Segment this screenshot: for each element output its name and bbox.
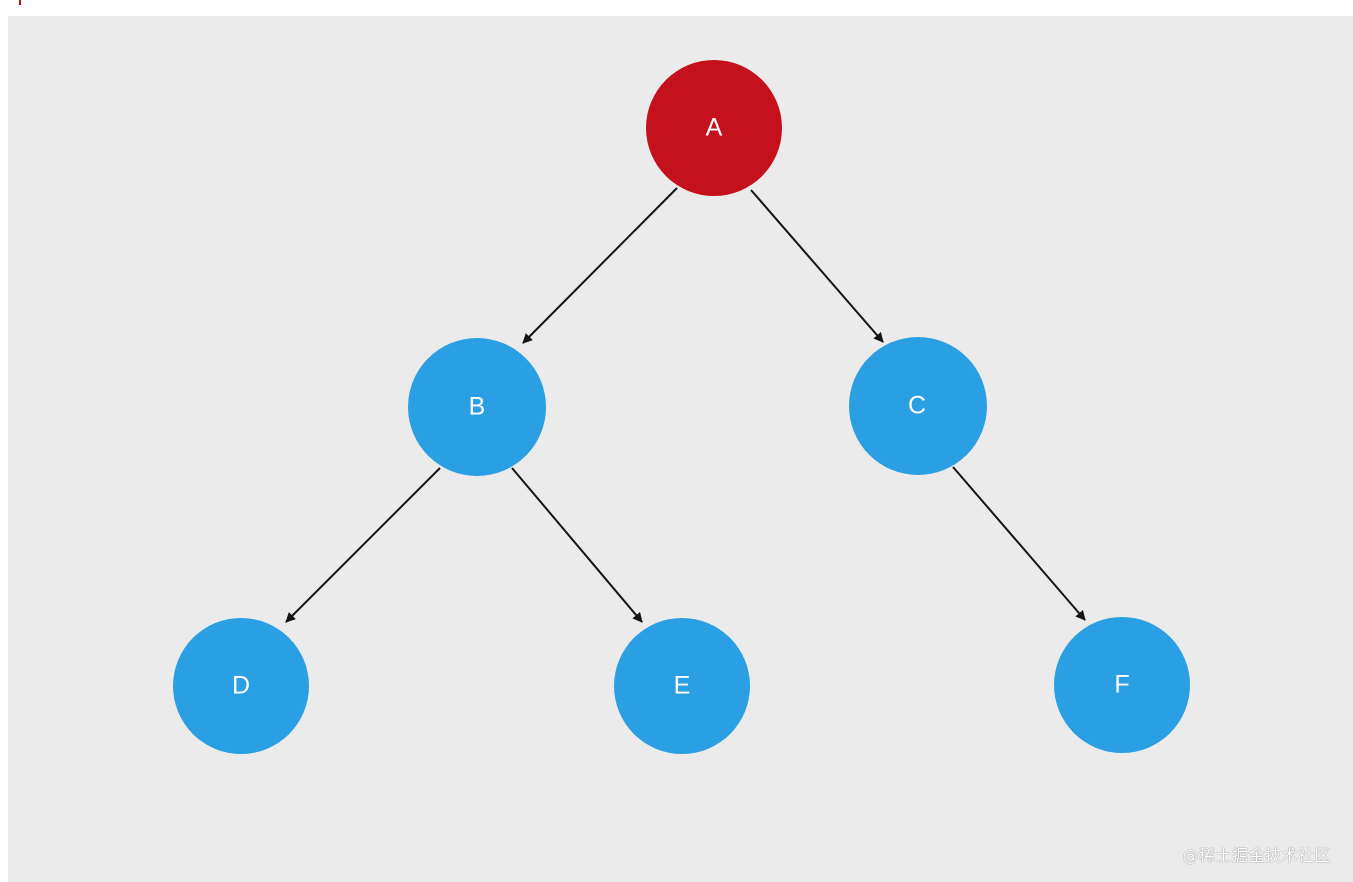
node-e: E — [614, 618, 750, 754]
node-f-circle — [1054, 617, 1190, 753]
node-b-label: B — [469, 393, 486, 421]
node-c-label: C — [908, 392, 926, 420]
node-d: D — [173, 618, 309, 754]
node-d-label: D — [232, 672, 250, 700]
cropped-text-fragment — [14, 0, 32, 6]
node-f-label: F — [1114, 671, 1129, 699]
edge-a-c — [750, 189, 884, 343]
node-d-circle — [173, 618, 309, 754]
node-e-circle — [614, 618, 750, 754]
watermark: @稀土掘金技术社区 — [1182, 846, 1331, 865]
node-a-circle — [646, 60, 782, 196]
node-a-label: A — [706, 114, 723, 142]
edge-b-d — [285, 467, 441, 623]
node-b: B — [408, 338, 546, 476]
node-c-circle — [849, 337, 987, 475]
edge-b-e — [511, 467, 643, 623]
edge-a-b — [522, 187, 678, 344]
node-f: F — [1054, 617, 1190, 753]
node-c: C — [849, 337, 987, 475]
edge-c-f — [952, 466, 1086, 621]
node-b-circle — [408, 338, 546, 476]
node-e-label: E — [674, 672, 691, 700]
node-a: A — [646, 60, 782, 196]
